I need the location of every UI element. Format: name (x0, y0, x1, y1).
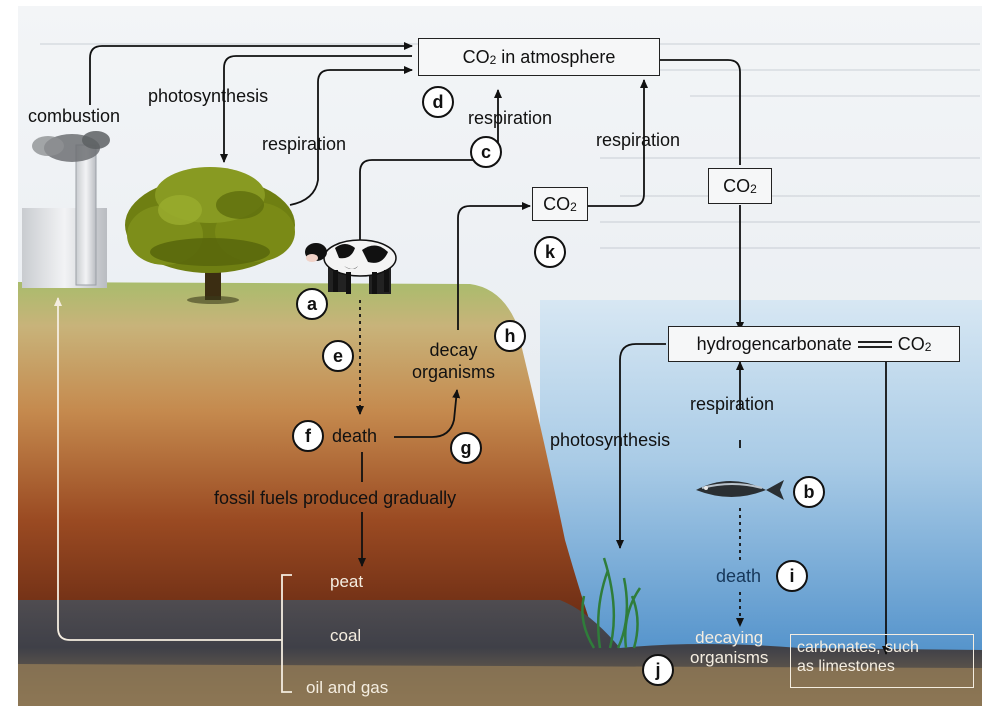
marker-k: k (534, 236, 566, 268)
photosynthesis-sea-label: photosynthesis (550, 430, 670, 451)
co2-land-text: CO (543, 194, 570, 215)
marker-j: j (642, 654, 674, 686)
marker-i: i (776, 560, 808, 592)
marker-d: d (422, 86, 454, 118)
co2-atmosphere-suffix: in atmosphere (496, 47, 615, 68)
coal-label: coal (330, 626, 361, 646)
hydrogencarbonate-co2-text: CO (898, 334, 925, 355)
oil-gas-label: oil and gas (306, 678, 388, 698)
marker-c: c (470, 136, 502, 168)
respiration-decay-label: respiration (596, 130, 680, 151)
marker-a: a (296, 288, 328, 320)
marker-g: g (450, 432, 482, 464)
marker-f: f (292, 420, 324, 452)
decaying-organisms-label: decaying organisms (690, 628, 768, 667)
marker-b: b (793, 476, 825, 508)
combustion-label: combustion (28, 106, 120, 127)
co2-sea-text: CO (723, 176, 750, 197)
hydrogencarbonate-text: hydrogencarbonate (697, 334, 852, 355)
peat-label: peat (330, 572, 363, 592)
death-land-label: death (332, 426, 377, 447)
death-sea-label: death (716, 566, 761, 587)
respiration-tree-label: respiration (262, 134, 346, 155)
co2-atmosphere-text: CO (463, 47, 490, 68)
photosynthesis-land-label: photosynthesis (148, 86, 268, 107)
decay-organisms-label: decay organisms (412, 340, 495, 383)
marker-h: h (494, 320, 526, 352)
respiration-sea-label: respiration (690, 394, 774, 415)
carbonates-box: carbonates, such as limestones (790, 634, 974, 688)
respiration-cow-label: respiration (468, 108, 552, 129)
marker-e: e (322, 340, 354, 372)
fossil-fuels-label: fossil fuels produced gradually (214, 488, 456, 509)
equilibrium-icon (858, 339, 892, 349)
